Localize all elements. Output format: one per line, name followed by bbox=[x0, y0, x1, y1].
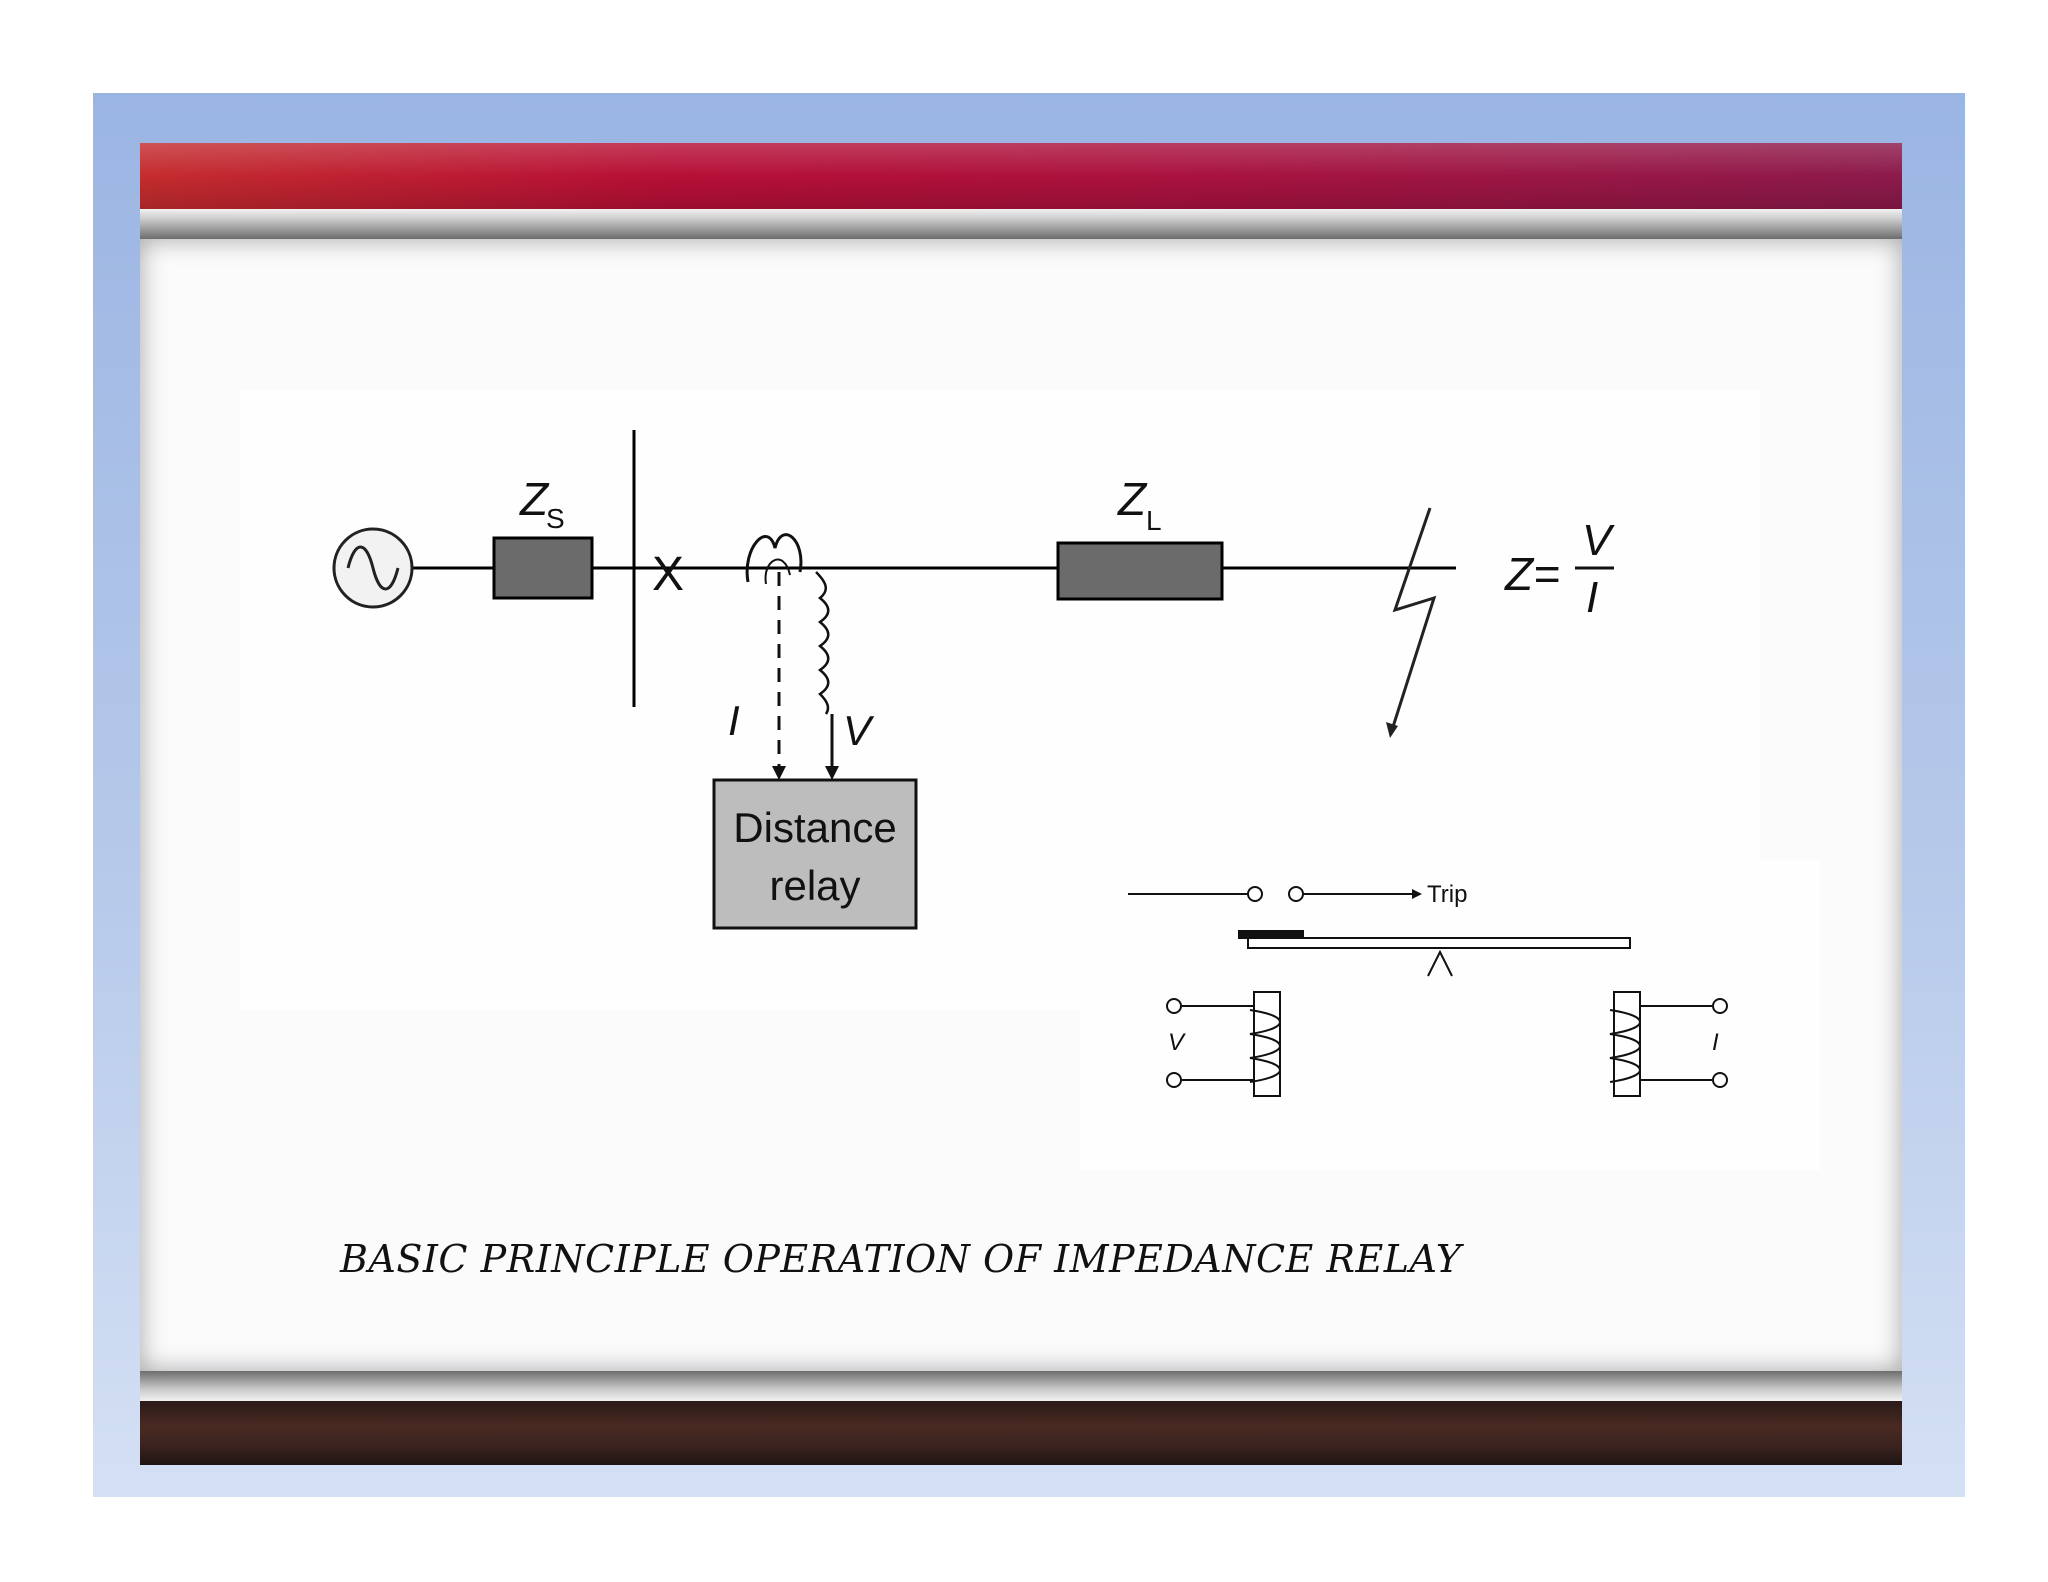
diagram-caption: BASIC PRINCIPLE OPERATION OF IMPEDANCE R… bbox=[340, 1237, 1462, 1281]
source-impedance-label: Z bbox=[519, 473, 550, 525]
line-impedance-subscript: L bbox=[1146, 505, 1162, 536]
current-lead-arrow bbox=[772, 766, 786, 780]
line-impedance-label: Z bbox=[1117, 473, 1148, 525]
balance-beam bbox=[1247, 937, 1631, 949]
diagram-lower-background bbox=[1080, 860, 1820, 1170]
bottom-banner bbox=[140, 1401, 1902, 1465]
source-impedance-block bbox=[492, 536, 594, 600]
beam-fulcrum bbox=[1427, 949, 1453, 977]
breaker-mark: X bbox=[652, 548, 684, 601]
ac-source-icon bbox=[332, 527, 414, 609]
current-coil-label: I bbox=[1712, 1029, 1719, 1056]
current-coil-icon bbox=[1609, 991, 1728, 1097]
distance-relay-label-line2: relay bbox=[769, 862, 860, 909]
trip-contact bbox=[1128, 886, 1422, 902]
formula-denominator: I bbox=[1586, 573, 1598, 622]
current-transformer-icon bbox=[745, 533, 803, 585]
voltage-coil-icon bbox=[1166, 991, 1281, 1097]
distance-relay-box bbox=[712, 778, 918, 930]
formula-lhs: Z= bbox=[1504, 548, 1560, 600]
top-banner-shine bbox=[140, 143, 1902, 209]
voltage-signal-label: V bbox=[843, 707, 875, 754]
fault-lightning-icon bbox=[1386, 507, 1437, 738]
voltage-transformer-icon bbox=[815, 571, 830, 715]
line-impedance-block bbox=[1056, 541, 1224, 601]
top-metal-bar bbox=[140, 209, 1902, 239]
current-signal-label: I bbox=[728, 697, 740, 744]
bottom-metal-bar bbox=[140, 1371, 1902, 1401]
voltage-coil-label: V bbox=[1168, 1029, 1186, 1056]
distance-relay-label-line1: Distance bbox=[733, 804, 896, 851]
trip-label: Trip bbox=[1427, 881, 1467, 908]
voltage-lead-arrow bbox=[825, 766, 839, 780]
beam-contact-bar bbox=[1238, 930, 1304, 939]
formula-numerator: V bbox=[1582, 516, 1615, 565]
top-banner bbox=[140, 143, 1902, 209]
source-impedance-subscript: S bbox=[546, 503, 565, 534]
